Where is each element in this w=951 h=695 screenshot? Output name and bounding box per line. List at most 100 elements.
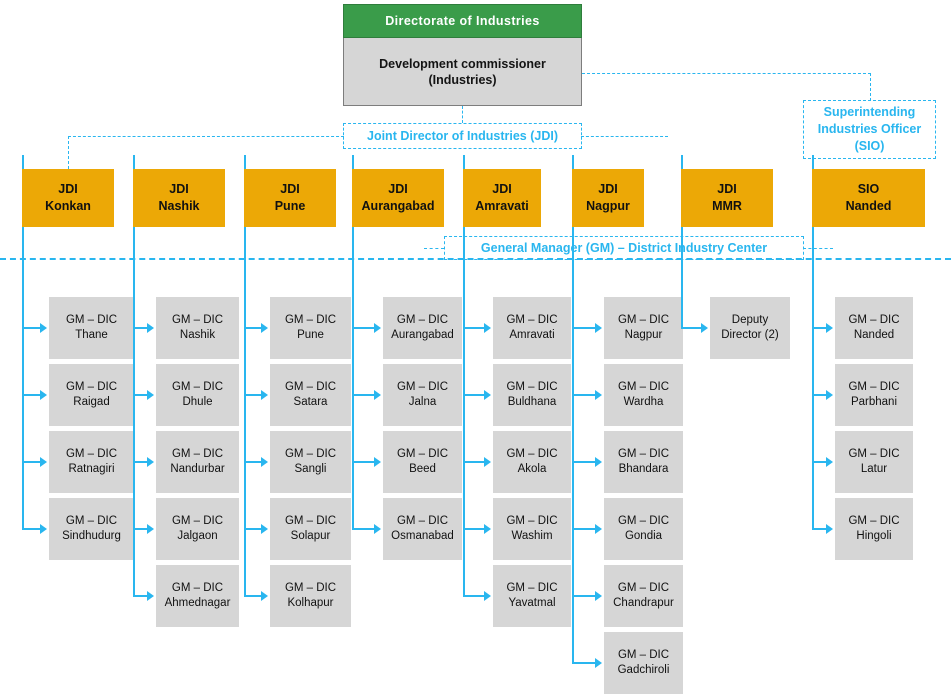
arrow-icon-konkan-2 bbox=[40, 457, 47, 467]
jdi-name-pune: Pune bbox=[274, 199, 306, 213]
connector-h-nagpur-4 bbox=[572, 595, 596, 597]
gm-dic-name: Akola bbox=[517, 463, 547, 475]
gm-dic-role: GM – DIC bbox=[848, 314, 900, 326]
connector-h-aurangabad-2 bbox=[352, 461, 375, 463]
connector-h-nagpur-1 bbox=[572, 394, 596, 396]
gm-dic-name: Satara bbox=[293, 396, 328, 408]
arrow-icon-nagpur-0 bbox=[595, 323, 602, 333]
arrow-icon-nanded-0 bbox=[826, 323, 833, 333]
connector-h-pune-1 bbox=[244, 394, 262, 396]
jdi-role-nanded: SIO bbox=[857, 182, 880, 196]
connector-h-konkan-1 bbox=[22, 394, 41, 396]
jdi-role-aurangabad: JDI bbox=[388, 182, 408, 196]
arrow-icon-pune-1 bbox=[261, 390, 268, 400]
directorate-header: Directorate of Industries bbox=[343, 4, 582, 38]
gm-dic-name: Nanded bbox=[853, 329, 895, 341]
jdi-box-aurangabad[interactable]: JDI Aurangabad bbox=[352, 169, 444, 227]
gm-dic-name: Aurangabad bbox=[391, 329, 454, 341]
gm-dic-role: GM – DIC bbox=[396, 381, 449, 393]
gm-dic-name: Chandrapur bbox=[613, 597, 674, 609]
arrow-icon-nashik-4 bbox=[147, 591, 154, 601]
connector-tick-pune bbox=[244, 155, 246, 169]
connector-h-konkan-0 bbox=[22, 327, 41, 329]
connector-h-amravati-0 bbox=[463, 327, 485, 329]
jdi-role-nagpur: JDI bbox=[598, 182, 618, 196]
connector-rail-pune bbox=[244, 227, 246, 596]
legend-gm-dic: General Manager (GM) – District Industry… bbox=[444, 236, 804, 260]
gm-dic-role: GM – DIC bbox=[617, 649, 670, 661]
connector-h-nagpur-3 bbox=[572, 528, 596, 530]
gm-dic-name: Sangli bbox=[294, 463, 327, 475]
connector-h-konkan-2 bbox=[22, 461, 41, 463]
connector-tick-aurangabad bbox=[352, 155, 354, 169]
jdi-name-amravati: Amravati bbox=[475, 199, 529, 213]
connector-h-nagpur-2 bbox=[572, 461, 596, 463]
gm-dic-role: GM – DIC bbox=[617, 314, 670, 326]
connector-tick-amravati bbox=[463, 155, 465, 169]
connector-h-nashik-0 bbox=[133, 327, 148, 329]
connector-h-konkan-3 bbox=[22, 528, 41, 530]
arrow-icon-nashik-1 bbox=[147, 390, 154, 400]
gm-dic-box-nanded-0[interactable]: GM – DIC Nanded bbox=[835, 297, 913, 359]
gm-dic-role: GM – DIC bbox=[506, 515, 558, 527]
gm-dic-name: Gondia bbox=[624, 530, 663, 542]
gm-dic-name: Ratnagiri bbox=[68, 463, 115, 475]
jdi-role-mmr: JDI bbox=[717, 182, 737, 196]
gm-dic-role: GM – DIC bbox=[617, 448, 670, 460]
arrow-icon-konkan-1 bbox=[40, 390, 47, 400]
connector-h-nanded-3 bbox=[812, 528, 827, 530]
gm-dic-name: Yavatmal bbox=[508, 597, 556, 609]
jdi-name-aurangabad: Aurangabad bbox=[361, 199, 435, 213]
arrow-icon-amravati-0 bbox=[484, 323, 491, 333]
gm-dic-name: Buldhana bbox=[507, 396, 557, 408]
connector-h-pune-0 bbox=[244, 327, 262, 329]
gm-dic-name: Parbhani bbox=[850, 396, 898, 408]
gm-dic-role: GM – DIC bbox=[171, 314, 224, 326]
connector-tick-nashik bbox=[133, 155, 135, 169]
gm-dic-role: GM – DIC bbox=[284, 582, 337, 594]
arrow-icon-nashik-0 bbox=[147, 323, 154, 333]
connector-h-amravati-1 bbox=[463, 394, 485, 396]
